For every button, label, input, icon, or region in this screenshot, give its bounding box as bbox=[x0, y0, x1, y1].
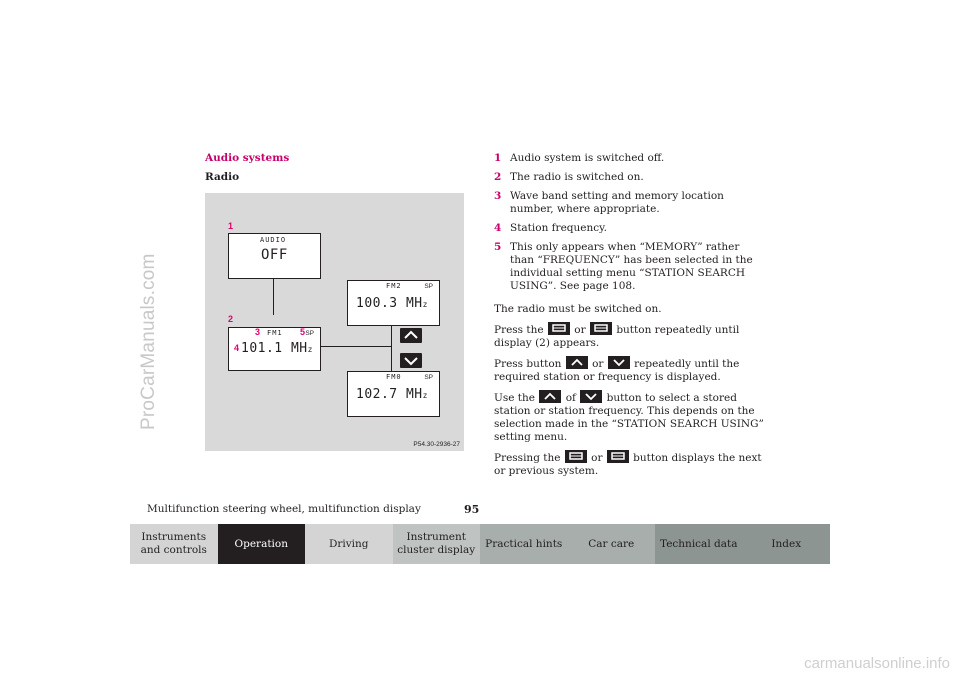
system-previous-button-icon bbox=[589, 322, 612, 335]
frequency-value: 100.3 MHz bbox=[356, 296, 428, 311]
page-number: 95 bbox=[464, 503, 480, 516]
callout-1: 1 bbox=[228, 221, 234, 231]
tab-operation[interactable]: Operation bbox=[217, 524, 305, 564]
display-fm2: FM2 SP 100.3 MHz bbox=[347, 280, 440, 326]
tab-driving[interactable]: Driving bbox=[305, 524, 393, 564]
instruction-paragraph: Press the or button repeatedly until dis… bbox=[494, 322, 740, 349]
section-tabs: Instruments and controls Operation Drivi… bbox=[130, 524, 830, 564]
callout-5: 5 bbox=[300, 327, 306, 337]
band-label: FM2 bbox=[386, 282, 402, 290]
system-next-button-icon bbox=[564, 450, 587, 463]
display-fm1: FM1 SP 101.1 MHz bbox=[228, 327, 321, 371]
display-label: AUDIO bbox=[260, 236, 287, 244]
tab-instruments-and-controls[interactable]: Instruments and controls bbox=[130, 524, 218, 564]
tab-car-care[interactable]: Car care bbox=[567, 524, 655, 564]
tab-practical-hints[interactable]: Practical hints bbox=[480, 524, 568, 564]
scroll-down-button-icon bbox=[580, 390, 603, 403]
page-header: Multifunction steering wheel, multifunct… bbox=[147, 503, 421, 515]
section-subtitle: Radio bbox=[205, 171, 240, 183]
sp-indicator: SP bbox=[424, 374, 433, 381]
instructions: The radio must be switched on. Press the… bbox=[494, 303, 764, 484]
watermark-carmanualsonline: carmanualsonline.info bbox=[804, 655, 950, 672]
callout-2: 2 bbox=[228, 314, 234, 324]
connector-line bbox=[273, 277, 275, 315]
tab-index[interactable]: Index bbox=[742, 524, 830, 564]
radio-display-figure: 1 AUDIO OFF 2 FM1 SP 101.1 MHz 3 4 5 FM2… bbox=[205, 193, 464, 451]
tab-instrument-cluster-display[interactable]: Instrument cluster display bbox=[392, 524, 480, 564]
section-title: Audio systems bbox=[205, 152, 290, 164]
band-label: FM0 bbox=[386, 373, 402, 381]
scroll-up-button-icon bbox=[400, 328, 422, 343]
system-previous-button-icon bbox=[606, 450, 629, 463]
instruction-paragraph: Pressing the or button displays the next… bbox=[494, 450, 762, 477]
system-next-button-icon bbox=[547, 322, 570, 335]
figure-code: P54.30-2936-27 bbox=[413, 441, 460, 448]
display-audio-off: AUDIO OFF bbox=[228, 233, 321, 279]
instruction-paragraph: Use the of button to select a stored sta… bbox=[494, 390, 764, 443]
connector-line bbox=[321, 346, 391, 348]
frequency-value: 101.1 MHz bbox=[241, 341, 313, 356]
callout-3: 3 bbox=[255, 327, 261, 337]
scroll-down-button-icon bbox=[400, 353, 422, 368]
sp-indicator: SP bbox=[305, 330, 314, 337]
display-fm0: FM0 SP 102.7 MHz bbox=[347, 371, 440, 417]
instruction-paragraph: The radio must be switched on. bbox=[494, 303, 662, 315]
callout-4: 4 bbox=[234, 343, 240, 353]
scroll-down-button-icon bbox=[607, 356, 630, 369]
instruction-paragraph: Press button or repeatedly until the req… bbox=[494, 356, 740, 383]
band-label: FM1 bbox=[267, 329, 283, 337]
tab-technical-data[interactable]: Technical data bbox=[655, 524, 743, 564]
connector-line bbox=[391, 326, 393, 371]
watermark-procarmanuals: ProCarManuals.com bbox=[138, 253, 159, 430]
sp-indicator: SP bbox=[424, 283, 433, 290]
frequency-value: 102.7 MHz bbox=[356, 387, 428, 402]
display-value: OFF bbox=[261, 247, 288, 263]
scroll-up-button-icon bbox=[565, 356, 588, 369]
scroll-up-button-icon bbox=[539, 390, 562, 403]
